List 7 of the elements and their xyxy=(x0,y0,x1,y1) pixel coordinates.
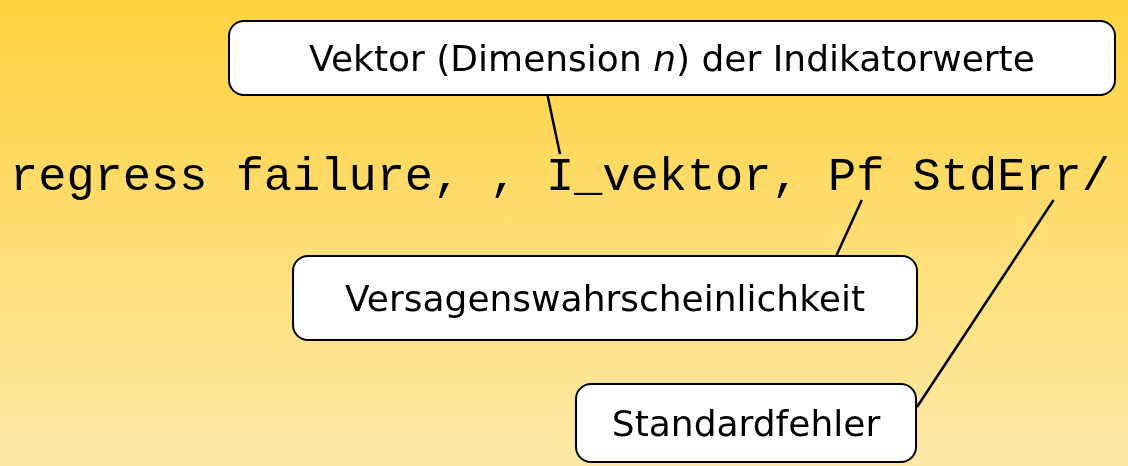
code-line: regress failure, , I_vektor, Pf StdErr/ xyxy=(10,150,1110,206)
callout-box: Vektor (Dimension n) der Indikatorwerte xyxy=(228,20,1116,96)
leader-line xyxy=(546,95,562,155)
leader-line xyxy=(915,199,1055,408)
leader-line xyxy=(835,199,863,256)
callout-box: Standardfehler xyxy=(575,383,917,463)
callout-box: Versagenswahrscheinlichkeit xyxy=(292,255,918,341)
